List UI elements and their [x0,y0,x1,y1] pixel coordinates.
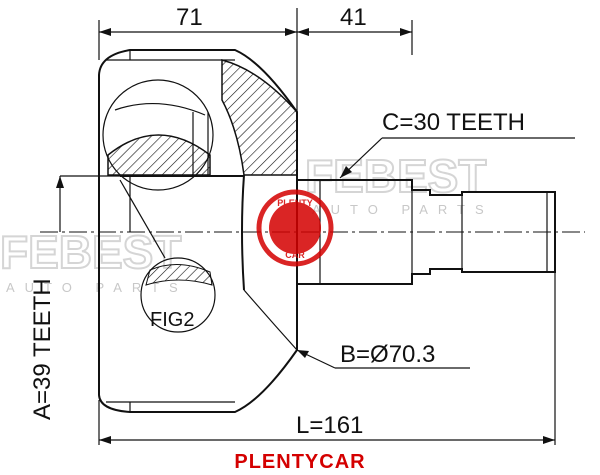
dimension-length-l: L=161 [99,412,555,444]
spline-c-label: C=30 TEETH [382,109,525,136]
dimension-spline-a: A=39 TEETH [29,175,120,420]
dimension-41: 41 [297,4,412,36]
watermark-sub-left: AUTO PARTS [6,280,188,295]
length-l-label: L=161 [296,412,363,439]
diameter-b-label: B=Ø70.3 [340,341,435,368]
brand-label: PLENTYCAR [234,451,365,473]
dimension-diameter-b: B=Ø70.3 [296,341,470,369]
figure-label: FIG2 [150,309,194,331]
watermark-sub-right: AUTO PARTS [312,202,494,217]
dimension-71-label: 71 [176,4,203,31]
stamp-bottom-text: CAR [285,250,305,260]
dimension-71: 71 [99,4,297,36]
extension-lines [98,8,556,445]
stamp-top-text: PLENTY [277,198,313,208]
dimension-spline-c: C=30 TEETH [339,109,575,179]
stamp-logo: PLENTY CAR [256,189,334,267]
watermark: FEBEST FEBEST AUTO PARTS AUTO PARTS [0,149,494,295]
joint-housing: FIG2 [98,49,298,413]
spline-a-label: A=39 TEETH [29,278,56,420]
dimension-41-label: 41 [340,4,367,31]
